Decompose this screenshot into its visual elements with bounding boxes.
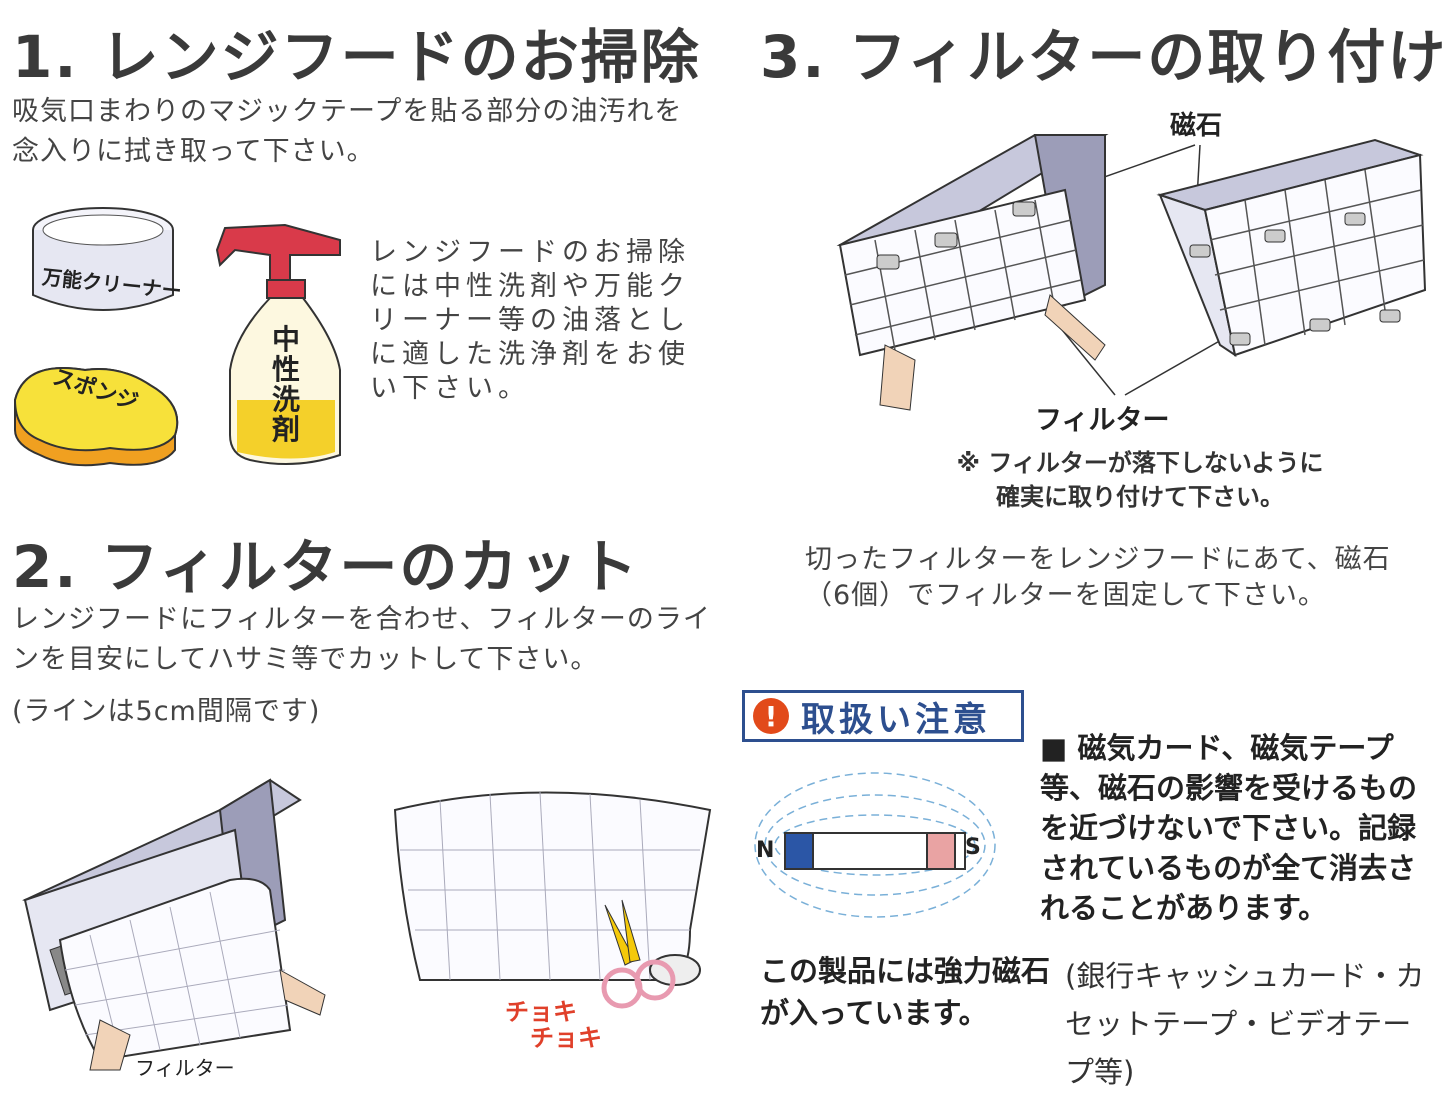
cleaner-jar-illustration: [32, 207, 174, 311]
magnet-label: 磁石: [1170, 111, 1223, 141]
section1-title: 1. レンジフードのお掃除: [12, 23, 701, 91]
scissors-sound-2: チョキ: [530, 1024, 602, 1052]
section2-title: 2. フィルターのカット: [12, 533, 640, 601]
caution-header: ! 取扱い注意: [742, 690, 1024, 742]
filter-attach-illustration: [836, 134, 1427, 411]
section3-body: 切ったフィルターをレンジフードにあて、磁石（6個）でフィルターを固定して下さい。: [805, 544, 1391, 611]
section2-body: レンジフードにフィルターを合わせ、フィルターのラインを目安にしてハサミ等でカット…: [12, 604, 711, 675]
section1-side-note: レンジフードのお掃除には中性洗剤や万能クリーナー等の油落としに適した洗浄剤をお使…: [370, 237, 690, 404]
alert-icon: !: [753, 698, 789, 734]
section3-warning: ※ フィルターが落下しないように確実に取り付けて下さい。: [956, 449, 1324, 511]
section2-filter-label: フィルター: [135, 1056, 235, 1080]
spray-bottle-illustration: [215, 223, 341, 465]
detergent-label: 中性洗剤: [271, 323, 300, 446]
filter-roll-illustration: [393, 791, 712, 1009]
sponge-illustration: [13, 367, 179, 467]
magnet-field-illustration: [754, 772, 996, 918]
hood-filter-illustration: [22, 778, 326, 1071]
section3-filter-label: フィルター: [1035, 405, 1170, 436]
section1-body: 吸気口まわりのマジックテープを貼る部分の油汚れを念入りに拭き取って下さい。: [12, 96, 683, 167]
magnet-n-label: N: [756, 838, 775, 863]
magnet-warning-text: この製品には強力磁石が入っています。: [760, 954, 1051, 1030]
caution-title: 取扱い注意: [801, 699, 991, 740]
scissors-sound-1: チョキ: [505, 998, 577, 1026]
section3-title: 3. フィルターの取り付け: [760, 23, 1448, 91]
magnet-s-label: S: [965, 835, 981, 860]
caution-warning: ■ 磁気カード、磁気テープ等、磁石の影響を受けるものを近づけないで下さい。記録さ…: [1040, 731, 1418, 925]
caution-examples: (銀行キャッシュカード・カセットテープ・ビデオテープ等): [1065, 959, 1425, 1089]
section2-note: (ラインは5cm間隔です): [12, 696, 321, 727]
